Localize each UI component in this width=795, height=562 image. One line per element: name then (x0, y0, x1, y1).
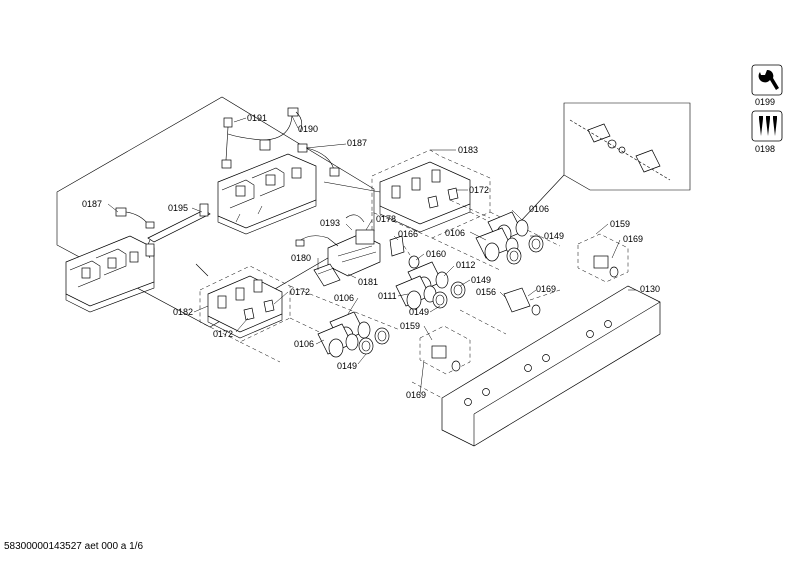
callout-0149: 0149 (409, 307, 429, 317)
switch-block-0183 (371, 149, 491, 239)
knob-ring-lower (358, 327, 390, 355)
icon-label-0199: 0199 (755, 97, 775, 107)
callout-0172: 0172 (469, 185, 489, 195)
icon-label-0198: 0198 (755, 144, 775, 154)
bracket-0159-upper (577, 233, 629, 283)
callout-0193: 0193 (320, 218, 340, 228)
callout-0159: 0159 (400, 321, 420, 331)
callout-0149: 0149 (337, 361, 357, 371)
callout-0160: 0160 (426, 249, 446, 259)
leader-lines (107, 115, 636, 395)
callout-0166: 0166 (398, 229, 418, 239)
knob-ring-middle (432, 281, 466, 309)
bracket-0180 (313, 263, 341, 287)
callout-0106: 0106 (445, 228, 465, 238)
callout-0172: 0172 (290, 287, 310, 297)
callout-0149: 0149 (471, 275, 491, 285)
callout-0106: 0106 (529, 204, 549, 214)
knob-shaft-detail-inset (519, 102, 691, 223)
callout-0169: 0169 (406, 390, 426, 400)
inset-switch-block-upper (217, 153, 317, 235)
callout-0191: 0191 (247, 113, 267, 123)
callout-0159: 0159 (610, 219, 630, 229)
inset-switch-block-lower (65, 235, 155, 313)
inset-pointer-upper (323, 181, 381, 193)
control-panel-0130 (411, 285, 661, 447)
switch-block-0182 (199, 265, 291, 343)
connector-harness-left (115, 207, 155, 229)
callout-0195: 0195 (168, 203, 188, 213)
callout-0149: 0149 (544, 231, 564, 241)
callout-0181: 0181 (358, 277, 378, 287)
callout-0106: 0106 (294, 339, 314, 349)
callout-0187: 0187 (82, 199, 102, 209)
inset-pointer-lower (195, 263, 209, 277)
rotary-switch-lower-b (317, 323, 359, 358)
callout-0187: 0187 (347, 138, 367, 148)
knob-ring-upper (506, 235, 544, 265)
ribbon-cable (145, 203, 211, 259)
callout-0183: 0183 (458, 145, 478, 155)
callout-0156: 0156 (476, 287, 496, 297)
callout-0111: 0111 (378, 291, 397, 301)
document-id: 58300000143527 aet 000 a 1/6 (4, 541, 144, 552)
switch-0156 (503, 287, 561, 316)
callout-0190: 0190 (298, 124, 318, 134)
callout-0182: 0182 (173, 307, 193, 317)
callout-0169: 0169 (623, 234, 643, 244)
callout-0106: 0106 (334, 293, 354, 303)
callout-0180: 0180 (291, 253, 311, 263)
connector-harness-right (297, 143, 340, 177)
callout-0172: 0172 (213, 329, 233, 339)
callout-0112: 0112 (456, 260, 475, 270)
screws-icon (751, 110, 783, 142)
callout-0130: 0130 (640, 284, 660, 294)
wrench-icon (751, 64, 783, 96)
wire-harness-top (221, 107, 303, 169)
callout-0178: 0178 (376, 214, 396, 224)
part-0166-0160 (389, 235, 420, 269)
callout-0169: 0169 (536, 284, 556, 294)
bracket-0159-lower (419, 325, 471, 375)
callout-labels: 0191 0190 0187 0187 0195 0183 0172 0106 … (82, 113, 660, 400)
